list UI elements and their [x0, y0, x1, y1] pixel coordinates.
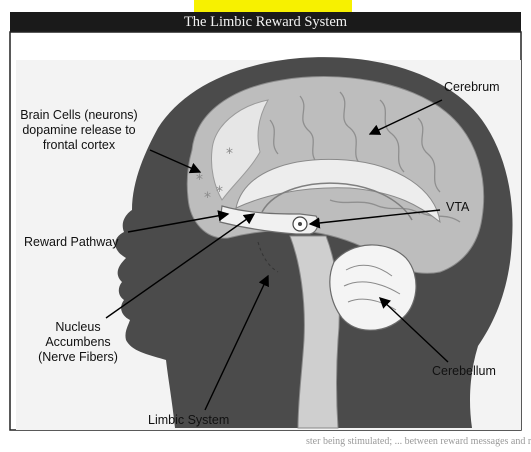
cerebellum-shape	[330, 245, 416, 330]
label-brain-cells: Brain Cells (neurons) dopamine release t…	[14, 108, 144, 153]
neuron-star-1: *	[226, 146, 233, 162]
footer-caption: ster being stimulated; ... between rewar…	[306, 436, 531, 447]
label-nucleus-accumbens-text: Nucleus Accumbens (Nerve Fibers)	[28, 320, 128, 365]
vta-marker-core	[298, 222, 302, 226]
label-brain-cells-text: Brain Cells (neurons) dopamine release t…	[14, 108, 144, 153]
neuron-star-4: *	[216, 184, 223, 200]
label-limbic-system: Limbic System	[148, 413, 229, 428]
label-cerebellum: Cerebellum	[432, 364, 496, 379]
label-vta: VTA	[446, 200, 469, 215]
neuron-star-3: *	[204, 190, 211, 206]
neuron-star-2: *	[196, 172, 203, 188]
label-cerebrum: Cerebrum	[444, 80, 500, 95]
label-nucleus-accumbens: Nucleus Accumbens (Nerve Fibers)	[28, 320, 128, 365]
label-reward-pathway: Reward Pathway	[24, 235, 119, 250]
